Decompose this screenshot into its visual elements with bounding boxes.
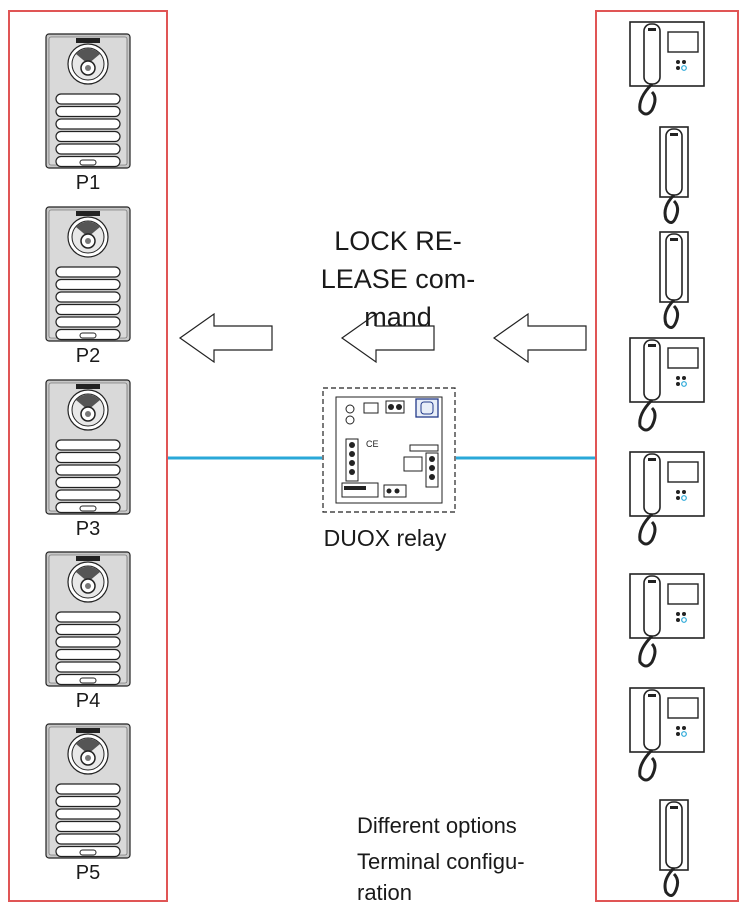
door-panel-label: P5: [75, 862, 101, 884]
telephone-icon: [658, 125, 692, 229]
door-panel-label: P3: [75, 518, 101, 540]
left-arrow-icon: [178, 312, 273, 364]
terminal-configuration-label: Terminal configu- ration: [357, 849, 525, 905]
telephone-icon: [658, 230, 692, 334]
telephone-icon: [658, 798, 692, 902]
door-panel: P3: [44, 378, 132, 540]
center-arrow-icon: [340, 312, 435, 364]
door-panel: P5: [44, 722, 132, 884]
video-monitor-icon: [628, 20, 708, 120]
svg-text:CE: CE: [366, 439, 379, 449]
door-panel-label: P4: [75, 690, 101, 712]
terminals-group: [595, 10, 739, 902]
door-panel-icon: [45, 33, 131, 169]
door-panel: P2: [44, 205, 132, 367]
video-monitor-icon: [628, 572, 708, 672]
door-panel-icon: [45, 723, 131, 859]
video-monitor-icon: [628, 450, 708, 550]
duox-relay-label: DUOX relay: [323, 525, 447, 551]
lock-release-command-label: LOCK RE- LEASE com- mand: [320, 226, 476, 332]
door-panel-icon: [45, 551, 131, 687]
door-panel-icon: [45, 206, 131, 342]
video-monitor-icon: [628, 686, 708, 786]
door-panel-label: P2: [75, 345, 101, 367]
different-options-label: Different options: [357, 813, 517, 838]
door-panel: P1: [44, 32, 132, 194]
video-monitor-icon: [628, 336, 708, 436]
door-panel-label: P1: [75, 172, 101, 194]
duox-relay-icon: CE: [322, 387, 456, 513]
door-panel: P4: [44, 550, 132, 712]
right-arrow-icon: [492, 312, 587, 364]
door-panels-group: [8, 10, 168, 902]
door-panel-icon: [45, 379, 131, 515]
